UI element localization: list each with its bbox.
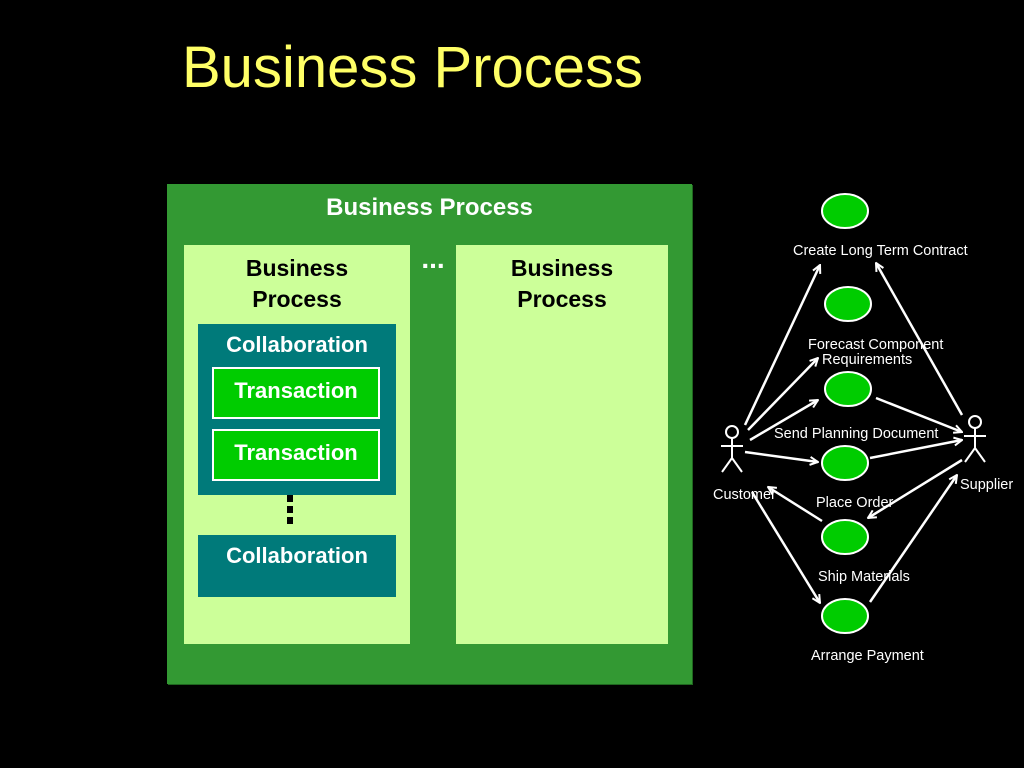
actor-supplier-icon — [964, 415, 986, 463]
assoc-customer-contract — [743, 265, 820, 426]
transaction-box-2: Transaction — [212, 429, 380, 481]
associations — [743, 263, 964, 603]
actor-customer-icon — [721, 425, 743, 473]
business-process-container: Business Process Business Process ... Bu… — [167, 184, 692, 684]
use-case-arrange-payment — [821, 598, 869, 634]
panel-1-label-line1: Business — [245, 255, 349, 281]
use-case-send-planning-document — [824, 371, 872, 407]
label-create-long-term-contract: Create Long Term Contract — [793, 243, 968, 259]
panel-2-label-line2: Process — [517, 286, 607, 312]
assoc-ship-customer — [768, 487, 823, 523]
assoc-customer-payment — [750, 491, 820, 603]
label-send-planning-document: Send Planning Document — [774, 426, 938, 442]
vertical-ellipsis — [287, 495, 293, 528]
outer-process-label: Business Process — [326, 194, 533, 221]
assoc-order-supplier — [869, 440, 962, 460]
label-arrange-payment: Arrange Payment — [811, 648, 924, 664]
use-case-forecast-component-requirements — [824, 286, 872, 322]
assoc-customer-forecast — [747, 358, 818, 431]
label-forecast-line2: Requirements — [822, 352, 912, 368]
panel-2-label-line1: Business — [510, 255, 614, 281]
label-place-order: Place Order — [816, 495, 894, 511]
collaboration-1-label: Collaboration — [226, 332, 368, 357]
panel-1-label: Business Process — [184, 253, 410, 315]
assoc-planning-supplier — [875, 396, 962, 432]
business-process-panel-2: Business Process — [456, 245, 668, 644]
assoc-supplier-order — [868, 458, 963, 518]
panel-2-label: Business Process — [456, 253, 668, 315]
use-case-ship-materials — [821, 519, 869, 555]
use-case-place-order — [821, 445, 869, 481]
assoc-customer-planning — [749, 400, 818, 442]
transaction-box-1: Transaction — [212, 367, 380, 419]
label-ship-materials: Ship Materials — [818, 569, 910, 585]
use-cases — [821, 193, 872, 634]
collaboration-2-label: Collaboration — [226, 543, 368, 568]
label-supplier: Supplier — [960, 477, 1013, 493]
collaboration-box-2: Collaboration — [198, 535, 396, 597]
label-forecast-line1: Forecast Component — [808, 337, 943, 353]
ellipsis: ... — [421, 243, 445, 274]
panel-1-label-line2: Process — [252, 286, 342, 312]
use-case-create-long-term-contract — [821, 193, 869, 229]
collaboration-box-1: Collaboration Transaction Transaction — [198, 324, 396, 495]
assoc-customer-order — [744, 450, 818, 462]
label-customer: Customer — [713, 487, 776, 503]
assoc-payment-supplier — [868, 475, 957, 603]
slide-title: Business Process — [182, 35, 643, 100]
assoc-supplier-contract — [876, 263, 964, 416]
